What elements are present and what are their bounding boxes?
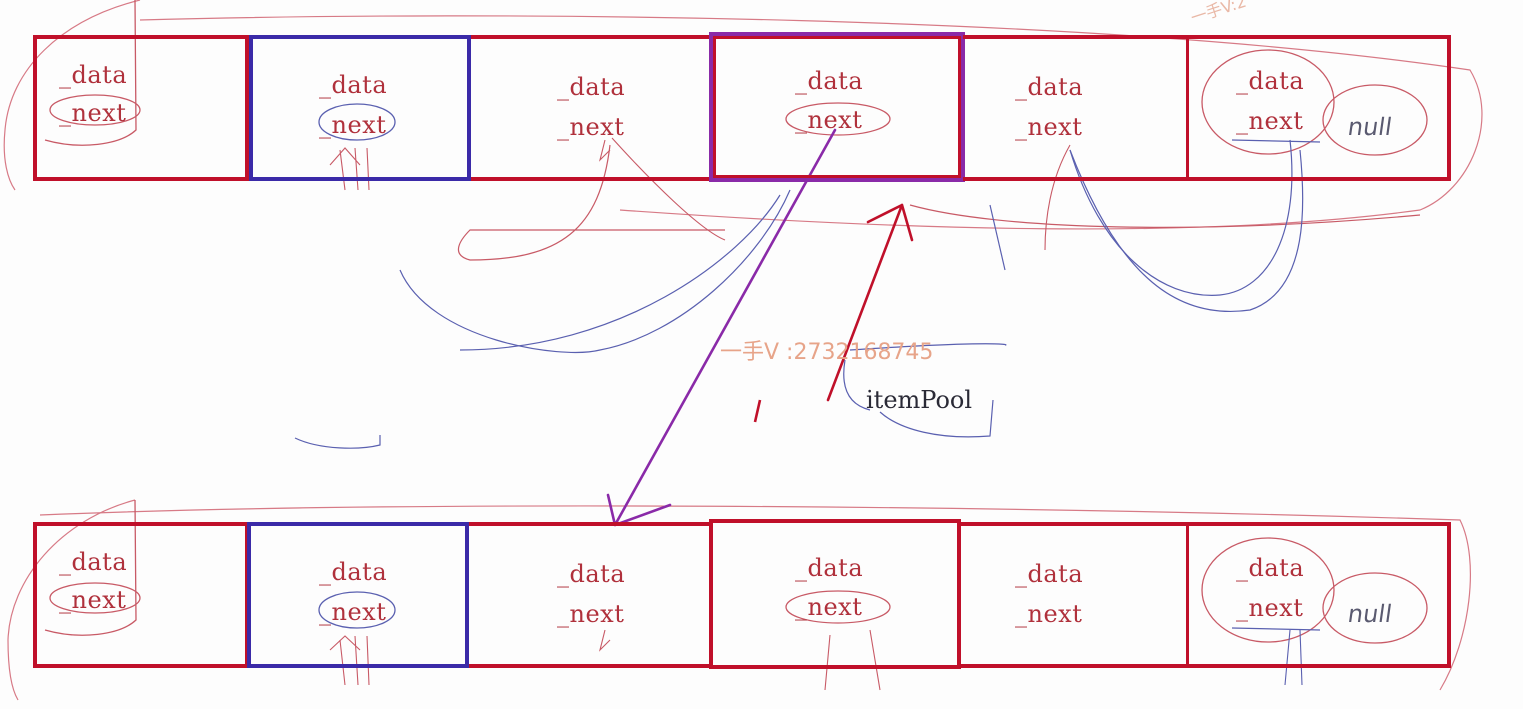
next-label: _next: [795, 106, 863, 134]
data-label: _data: [795, 67, 864, 95]
loop-red-1: [457, 144, 725, 261]
outer-loop-bottom: [39, 505, 1472, 691]
node-cell: _data _next: [963, 35, 1189, 181]
data-label: _data: [1015, 73, 1084, 101]
next-label: _next: [1015, 113, 1083, 141]
watermark-text: 一手V :2732168745: [720, 340, 934, 365]
linked-list-bottom: _data _next _data _next _data _next _dat…: [33, 519, 1451, 669]
node-cell-selected: _data _next: [709, 32, 965, 182]
cell1-stroke-top: [44, 0, 137, 146]
loop-blue-1: [399, 189, 791, 353]
next-label: _next: [59, 99, 127, 127]
itempool-bracket: [843, 343, 1007, 438]
cell1-stroke-bottom: [44, 499, 137, 636]
tick-5-top: [1044, 144, 1071, 251]
data-label: _data: [319, 71, 388, 99]
node-cell: _data _next: [33, 35, 249, 181]
data-label: _data: [557, 560, 626, 588]
red-tick: [753, 399, 762, 423]
data-label: _data: [1015, 560, 1084, 588]
circle-null-bottom: [1322, 572, 1428, 644]
tick-4-bottom: [824, 629, 881, 691]
node-cell: _data _next: [709, 519, 961, 669]
node-cell: _data _next: [959, 522, 1189, 668]
blue-vertical-1: [989, 204, 1006, 271]
underline-next-6-top: [1231, 139, 1321, 143]
circle-next-2-bottom: [318, 591, 396, 629]
null-label: null: [1346, 600, 1394, 628]
linked-list-top: _data _next _data _next _data _next _dat…: [33, 32, 1451, 182]
next-label: _next: [1015, 600, 1083, 628]
loop-red-2: [909, 204, 1421, 228]
node-cell-highlighted: _data _next: [249, 35, 471, 181]
node-cell: _data _next: [471, 35, 711, 181]
next-label: _next: [1236, 594, 1304, 622]
tick-2-top: [329, 147, 370, 191]
node-cell-tail: _data _next null: [1188, 35, 1451, 181]
next-label: _next: [59, 586, 127, 614]
loop-blue-3: [1069, 139, 1293, 296]
data-label: _data: [59, 548, 128, 576]
red-arrow: [826, 203, 914, 402]
data-label: _data: [319, 558, 388, 586]
tick-6-bottom: [1284, 629, 1303, 686]
node-cell-tail: _data _next null: [1188, 522, 1451, 668]
purple-arrow: [606, 128, 837, 527]
tick-3-bottom: [598, 629, 611, 652]
null-label: null: [1346, 113, 1394, 141]
circle-next-2-top: [318, 103, 396, 141]
outer-loop-top-left: [3, 0, 141, 191]
next-label: _next: [795, 593, 863, 621]
data-label: _data: [557, 73, 626, 101]
loop-blue-4: [1069, 149, 1304, 312]
next-label: _next: [319, 111, 387, 139]
next-label: _next: [557, 113, 625, 141]
tick-3-top: [598, 137, 726, 241]
outer-loop-bottom-left: [7, 499, 136, 701]
blue-scribble: [294, 435, 381, 449]
node-cell: _data _next: [469, 522, 711, 668]
node-cell-highlighted: _data _next: [247, 522, 469, 668]
next-label: _next: [319, 598, 387, 626]
tick-2-bottom: [329, 635, 370, 686]
underline-next-6-bottom: [1231, 627, 1321, 631]
circle-next-1-top: [49, 94, 141, 126]
circle-next-1-bottom: [49, 582, 141, 614]
circle-next-4-bottom: [785, 590, 891, 624]
item-pool-label: itemPool: [866, 386, 973, 414]
circle-next-4-top: [785, 102, 891, 136]
circle-data-6-top: [1201, 49, 1335, 155]
loop-blue-2: [459, 194, 781, 351]
circle-null-top: [1322, 84, 1428, 156]
data-label: _data: [1236, 67, 1305, 95]
data-label: _data: [795, 554, 864, 582]
data-label: _data: [1236, 554, 1305, 582]
next-label: _next: [557, 600, 625, 628]
data-label: _data: [59, 61, 128, 89]
outer-loop-top: [139, 15, 1483, 230]
circle-data-6-bottom: [1201, 537, 1335, 643]
node-cell: _data _next: [33, 522, 249, 668]
next-label: _next: [1236, 107, 1304, 135]
